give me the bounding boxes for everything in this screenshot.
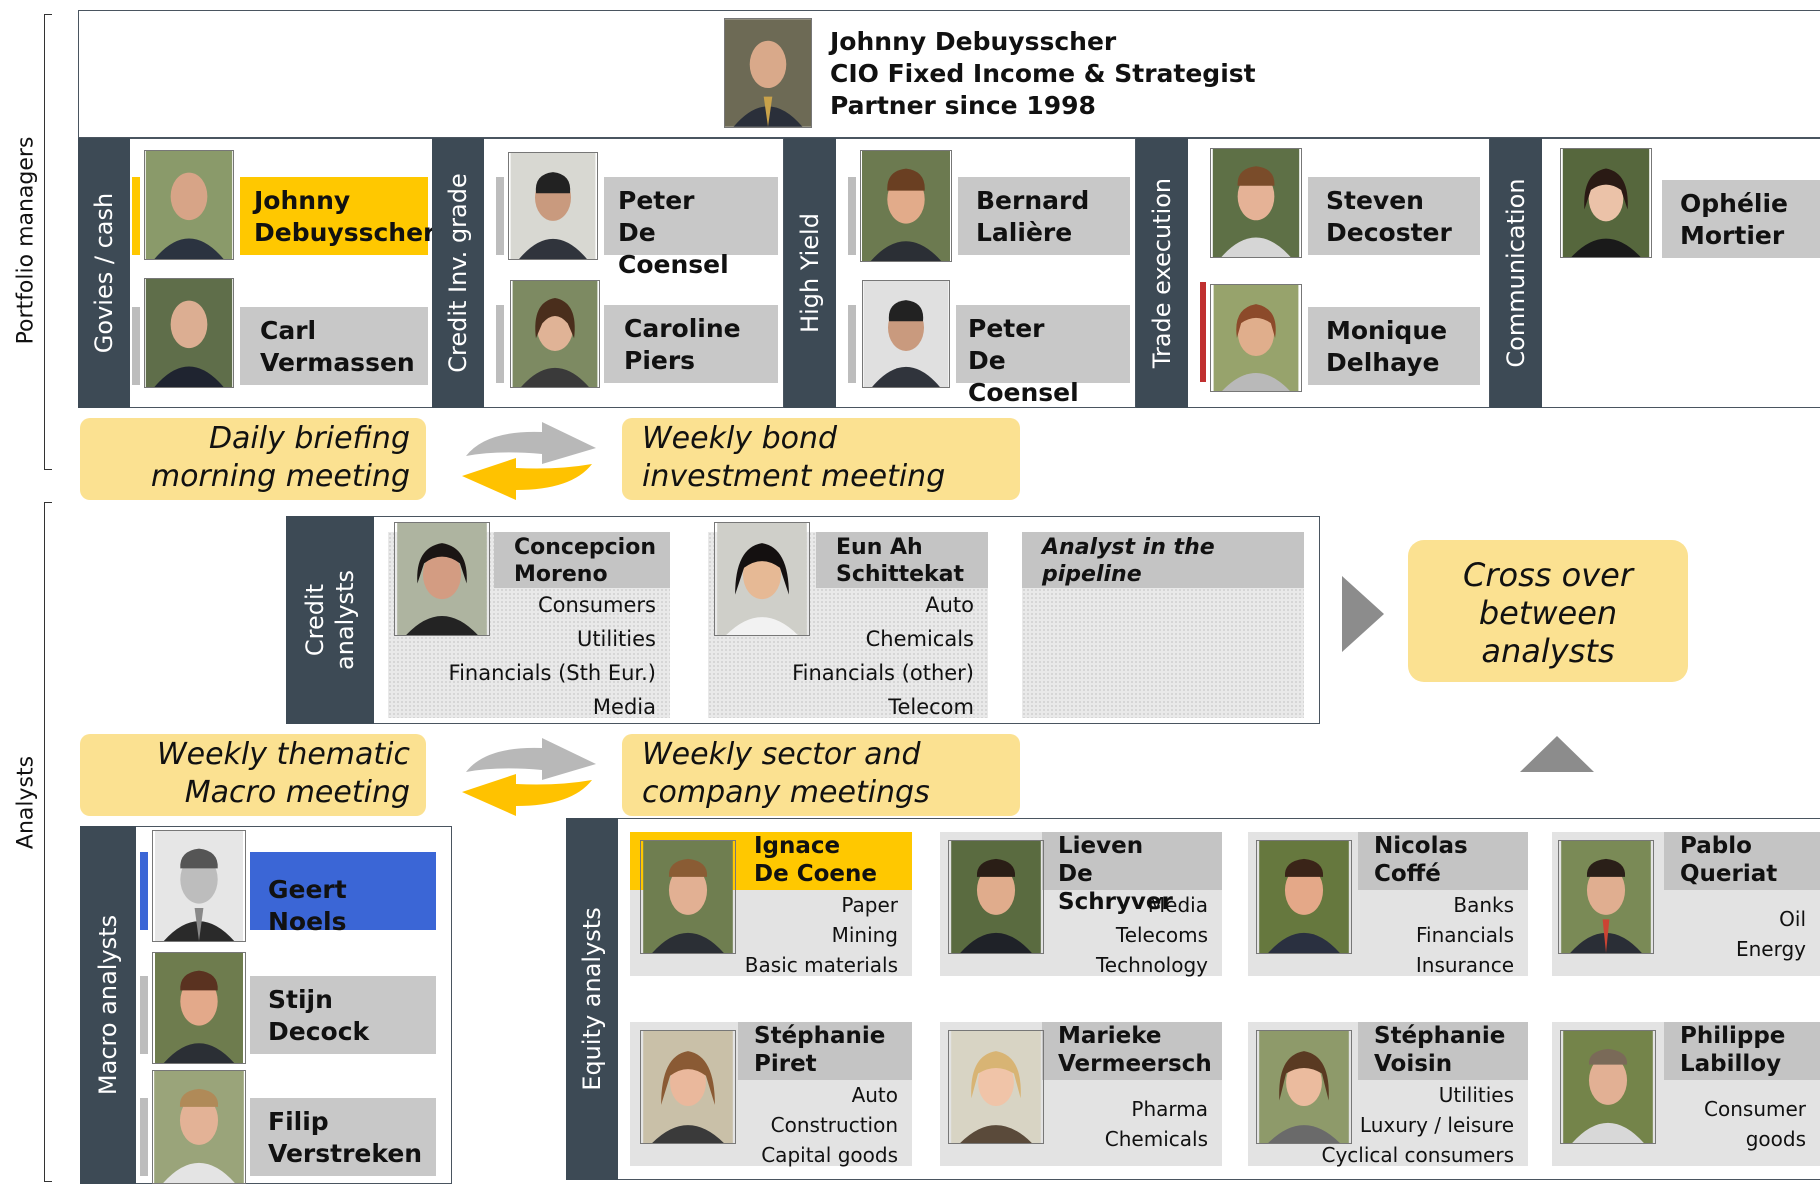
portfolio-bracket bbox=[44, 14, 52, 470]
arrow-up-icon bbox=[1520, 736, 1594, 772]
analyst-photo bbox=[1558, 840, 1654, 954]
stripe bbox=[140, 852, 148, 930]
team-high-yield-tab: High Yield bbox=[784, 138, 836, 408]
cio-title: CIO Fixed Income & Strategist bbox=[830, 59, 1256, 88]
member-photo bbox=[508, 152, 598, 260]
stripe bbox=[496, 305, 504, 383]
portfolio-managers-label: Portfolio managers bbox=[13, 136, 39, 345]
stripe bbox=[848, 305, 856, 383]
member-photo bbox=[144, 278, 234, 388]
stripe bbox=[140, 976, 148, 1054]
member-photo bbox=[144, 150, 234, 260]
stripe bbox=[132, 307, 140, 385]
member-photo bbox=[862, 280, 950, 388]
analyst-photo bbox=[948, 840, 1044, 954]
member-name: Geert Noels bbox=[250, 852, 436, 936]
exchange-arrows-icon bbox=[462, 422, 596, 500]
analyst-photo bbox=[714, 522, 810, 636]
cio-box bbox=[78, 10, 1820, 138]
exchange-arrows-icon bbox=[462, 738, 596, 816]
stripe bbox=[496, 177, 504, 255]
member-photo bbox=[152, 952, 246, 1064]
stripe bbox=[132, 177, 140, 255]
team-credit-ig-tab: Credit Inv. grade bbox=[432, 138, 484, 408]
analysts-label: Analysts bbox=[13, 755, 39, 850]
cio-partner: Partner since 1998 bbox=[830, 91, 1096, 120]
team-trade-execution-tab: Trade execution bbox=[1136, 138, 1188, 408]
stripe bbox=[140, 1098, 148, 1176]
analyst-photo bbox=[1256, 840, 1352, 954]
member-photo bbox=[152, 830, 246, 942]
analysts-bracket bbox=[44, 502, 52, 1182]
member-photo bbox=[1560, 148, 1652, 258]
analyst-photo bbox=[394, 522, 490, 636]
member-photo bbox=[1210, 148, 1302, 258]
macro-analysts-tab: Macro analysts bbox=[80, 826, 136, 1184]
analyst-photo bbox=[640, 1030, 736, 1144]
analyst-photo bbox=[640, 840, 736, 954]
cio-name: Johnny Debuysscher bbox=[830, 27, 1117, 56]
analyst-photo bbox=[948, 1030, 1044, 1144]
member-photo bbox=[860, 150, 952, 262]
analyst-photo bbox=[1256, 1030, 1352, 1144]
equity-analysts-tab: Equity analysts bbox=[566, 818, 618, 1180]
stripe bbox=[848, 177, 856, 255]
cio-photo bbox=[724, 18, 812, 128]
stripe bbox=[1200, 282, 1206, 382]
member-photo bbox=[510, 280, 600, 388]
analyst-photo bbox=[1560, 1030, 1656, 1144]
arrow-right-icon bbox=[1342, 576, 1384, 652]
team-govies-tab: Govies / cash bbox=[78, 138, 130, 408]
team-communication-tab: Communication bbox=[1490, 138, 1542, 408]
member-photo bbox=[1210, 284, 1302, 392]
member-photo bbox=[152, 1070, 246, 1184]
